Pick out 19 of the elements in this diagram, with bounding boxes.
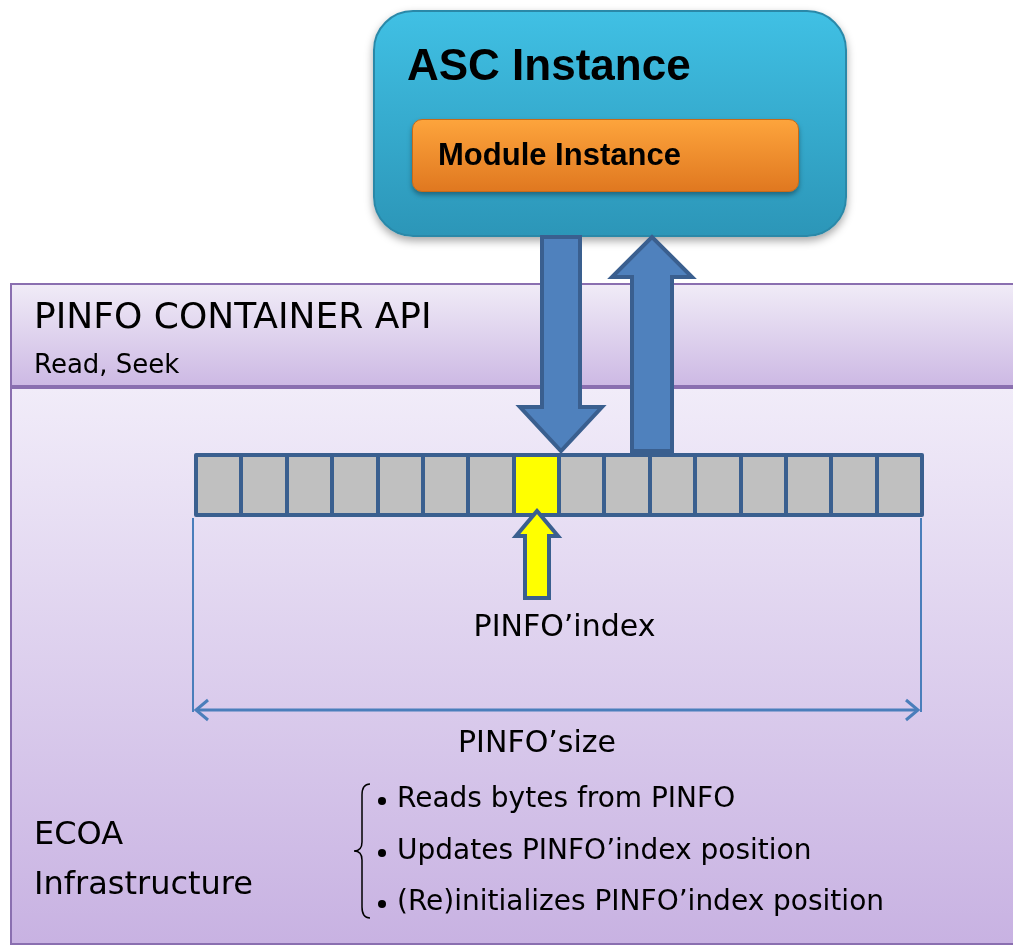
bullet-item: Updates PINFO’index position	[397, 833, 812, 866]
highlighted-cell	[515, 457, 557, 513]
title-text: ASC Instance	[407, 40, 691, 90]
array-bar	[194, 453, 924, 517]
api-methods: Read, Seek	[34, 349, 180, 379]
index-text: PINFO’index	[472, 608, 657, 643]
instance-box	[373, 10, 847, 237]
bullet-item: (Re)initializes PINFO’index position	[397, 884, 884, 917]
block-arrow	[511, 507, 563, 600]
api-band	[10, 283, 1013, 387]
bullet-item: Reads bytes from PINFO	[397, 781, 736, 814]
module-title: Module Instance	[438, 137, 681, 173]
api-title: PINFO CONTAINER API	[34, 295, 432, 336]
block-arrow	[607, 234, 697, 453]
infrastructure-label: ECOA Infrastructure	[34, 813, 254, 904]
infrastructure-region	[10, 387, 1013, 945]
block-arrow	[515, 235, 607, 454]
module-box	[412, 119, 799, 192]
size-label: PINFO’size	[458, 724, 616, 759]
